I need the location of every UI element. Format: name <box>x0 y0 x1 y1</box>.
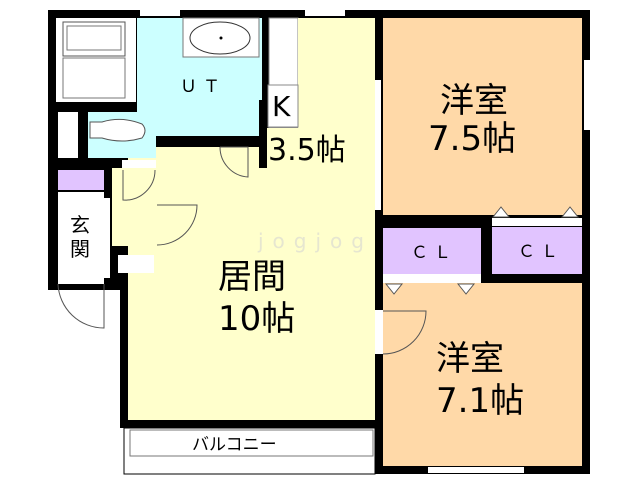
hallway <box>112 168 156 246</box>
window <box>140 10 180 16</box>
closet-door-marker <box>384 283 476 295</box>
door-swing <box>382 310 427 355</box>
utility-label: ＵＴ <box>180 77 226 97</box>
bedroom-south <box>383 283 582 466</box>
storage-narrow <box>58 112 78 158</box>
kitchen-label: K <box>272 90 291 123</box>
exterior-notch <box>48 290 120 474</box>
living-label: 居間 <box>218 257 286 297</box>
door-opening <box>375 310 383 354</box>
door-opening <box>122 160 156 168</box>
balcony-label: バルコニー <box>192 435 277 455</box>
closet-1-label: ＣＬ <box>411 243 457 263</box>
bedroom-north-label: 洋室 <box>440 81 508 121</box>
exterior-balcony-side <box>120 428 124 474</box>
door-swing <box>219 146 249 178</box>
closet-2 <box>492 227 582 274</box>
toilet-icon <box>89 118 146 142</box>
living-room <box>128 147 375 420</box>
bedroom-south-size: 7.1帖 <box>436 381 524 421</box>
kitchen-size: 3.5帖 <box>268 133 346 168</box>
closet-1-door <box>383 274 481 283</box>
bedroom-south-label: 洋室 <box>436 339 504 379</box>
closet-door-marker <box>491 206 580 218</box>
balcony-rail <box>129 429 374 457</box>
bathtub-inner <box>66 25 122 51</box>
closet-1 <box>383 228 481 274</box>
closet-2-door <box>492 218 582 226</box>
shoe-closet <box>58 170 104 190</box>
door-swing <box>122 169 156 201</box>
window <box>584 60 590 130</box>
window <box>428 467 524 473</box>
kitchen-wall-stub <box>259 100 267 168</box>
entrance-step <box>58 192 104 198</box>
closet-2-label: ＣＬ <box>518 242 564 262</box>
entrance-floor <box>58 198 110 278</box>
storage-box <box>118 255 154 273</box>
entrance-door-swing <box>57 283 105 329</box>
entrance-door-opening <box>58 278 104 284</box>
k-box <box>267 84 299 128</box>
entrance-label-2: 関 <box>70 237 90 261</box>
drain-icon <box>219 36 223 40</box>
window <box>375 80 381 210</box>
bedroom-north <box>383 18 582 215</box>
shower-floor <box>62 57 126 99</box>
living-size: 10帖 <box>218 299 295 339</box>
living-room-upper <box>298 18 375 148</box>
watermark: jogjog <box>257 229 373 253</box>
bedroom-north-size: 7.5帖 <box>428 119 516 159</box>
door-swing <box>156 204 198 246</box>
entrance-label-1: 玄 <box>70 213 90 237</box>
window <box>305 10 345 16</box>
